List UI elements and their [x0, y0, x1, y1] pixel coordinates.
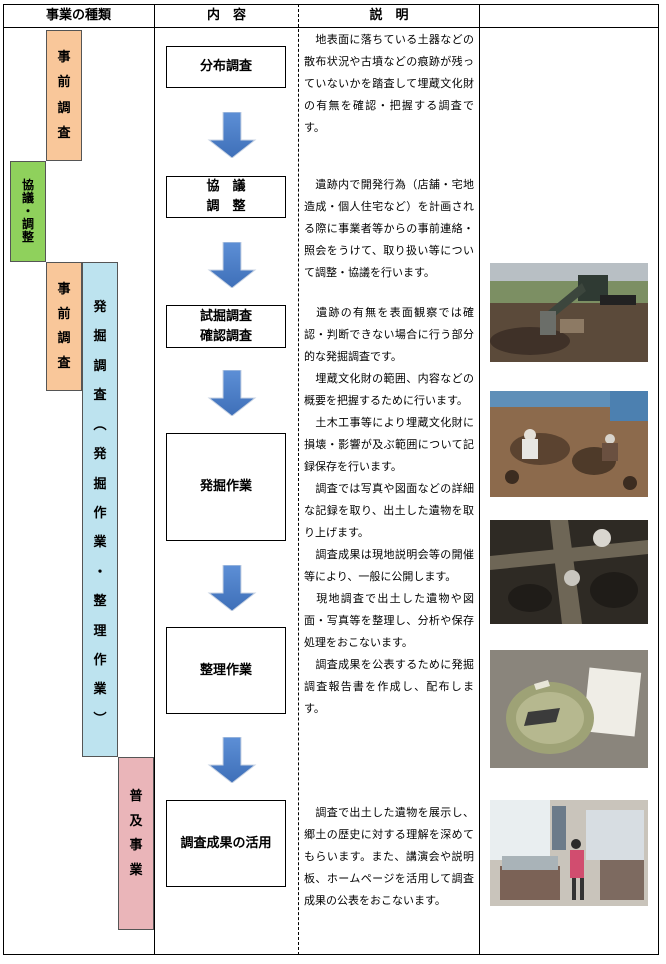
category-char: 業	[93, 535, 107, 551]
arrow-down-icon	[207, 242, 257, 288]
category-pre-survey-1: 事 前 調 査	[46, 30, 82, 161]
category-char: ︶	[93, 711, 107, 727]
arrow-down-icon	[207, 370, 257, 416]
desc-distribution-survey: 地表面に落ちている土器などの散布状況や古墳などの痕跡が残っていないかを踏査して埋…	[304, 29, 474, 139]
category-char: 協	[21, 178, 34, 192]
step-label: 協 議	[206, 179, 246, 194]
step-organizing-work: 整理作業	[166, 627, 286, 714]
category-char: 作	[93, 505, 107, 521]
step-utilization: 調査成果の活用	[166, 800, 286, 887]
step-label: 調査成果の活用	[180, 835, 272, 851]
category-char: 理	[93, 623, 107, 639]
table-frame	[3, 4, 659, 955]
step-excavation-work: 発掘作業	[166, 433, 286, 541]
desc-paragraph: 埋蔵文化財の範囲、内容などの概要を把握するために行います。	[304, 372, 474, 407]
desc-paragraph: 調査成果は現地説明会等の開催等により、一般に公開します。	[304, 548, 474, 583]
desc-paragraph: 遺跡内で開発行為（店舗・宅地造成・個人住宅など）を計画される際に事業者等からの事…	[304, 178, 474, 279]
category-char: 調	[93, 358, 107, 374]
desc-trial-excavation: 遺跡の有無を表面観察では確認・判断できない場合に行う部分的な発掘調査です。 埋蔵…	[304, 302, 474, 720]
category-consultation: 協 議 ・ 調 整	[10, 161, 46, 262]
category-char: 及	[129, 813, 143, 829]
category-char: 発	[93, 447, 107, 463]
header-content: 内 容	[206, 8, 246, 23]
category-excavation: 発 掘 調 査 ︵ 発 掘 作 業 ・ 整 理 作 業 ︶	[82, 262, 118, 757]
step-consultation: 協 議 調 整	[166, 176, 286, 218]
category-char: 業	[93, 682, 107, 698]
category-char: 事	[57, 281, 71, 297]
category-char: 調	[57, 100, 71, 116]
column-divider-3	[479, 4, 480, 955]
category-char: 前	[57, 306, 71, 322]
category-char: 普	[129, 788, 143, 804]
desc-paragraph: 遺跡の有無を表面観察では確認・判断できない場合に行う部分的な発掘調査です。	[304, 306, 474, 363]
arrow-down-icon	[207, 737, 257, 783]
column-divider-2	[298, 4, 299, 955]
column-divider-1	[154, 4, 155, 955]
desc-paragraph: 現地調査で出土した遺物や図面・写真等を整理し、分析や保存処理をおこないます。	[304, 592, 474, 649]
step-label: 試掘調査	[199, 308, 252, 324]
arrow-down-icon	[207, 565, 257, 611]
category-char: 議	[21, 191, 34, 205]
header-divider	[3, 27, 659, 28]
desc-utilization: 調査で出土した遺物を展示し、郷土の歴史に対する理解を深めてもらいます。また、講演…	[304, 802, 474, 912]
category-outreach: 普 及 事 業	[118, 757, 154, 930]
desc-paragraph: 調査で出土した遺物を展示し、郷土の歴史に対する理解を深めてもらいます。また、講演…	[304, 806, 474, 907]
category-char: 査	[57, 125, 71, 141]
category-char: 事	[129, 838, 143, 854]
category-char: 整	[93, 594, 107, 610]
category-char: 作	[93, 653, 107, 669]
step-label: 整理作業	[199, 662, 252, 678]
photo-restored-pottery	[490, 650, 648, 768]
category-char: 整	[21, 230, 34, 244]
category-char: ︵	[93, 417, 107, 433]
desc-paragraph: 土木工事等により埋蔵文化財に損壊・影響が及ぶ範囲について記録保存を行います。	[304, 416, 474, 473]
photo-exhibition-room	[490, 800, 648, 906]
category-char: 掘	[93, 476, 107, 492]
category-char: 前	[57, 75, 71, 91]
desc-consultation: 遺跡内で開発行為（店舗・宅地造成・個人住宅など）を計画される際に事業者等からの事…	[304, 174, 474, 284]
step-label: 確認調査	[199, 328, 252, 344]
step-trial-survey: 試掘調査 確認調査	[166, 305, 286, 348]
desc-paragraph: 調査では写真や図面などの詳細な記録を取り、出土した遺物を取り上げます。	[304, 482, 474, 539]
header-type: 事業の種類	[45, 8, 111, 23]
step-distribution-survey: 分布調査	[166, 46, 286, 88]
category-char: 発	[93, 300, 107, 315]
photo-excavated-pits	[490, 520, 648, 624]
category-char: 事	[57, 50, 71, 66]
category-char: 査	[93, 388, 107, 404]
desc-paragraph: 地表面に落ちている土器などの散布状況や古墳などの痕跡が残っていないかを踏査して埋…	[304, 33, 474, 134]
category-char: 調	[57, 331, 71, 347]
category-char: ・	[21, 204, 34, 218]
category-char: 調	[21, 217, 34, 231]
step-label: 調 整	[206, 199, 246, 214]
category-char: 査	[57, 356, 71, 372]
category-char: 業	[129, 863, 143, 879]
step-label: 発掘作業	[199, 479, 252, 494]
photo-excavation-workers	[490, 391, 648, 497]
step-label: 分布調査	[199, 59, 252, 74]
category-pre-survey-2: 事 前 調 査	[46, 262, 82, 391]
photo-trial-dig-excavator	[490, 263, 648, 362]
arrow-down-icon	[207, 112, 257, 158]
category-char: ・	[93, 564, 107, 580]
desc-paragraph: 調査成果を公表するために発掘調査報告書を作成し、配布します。	[304, 658, 474, 715]
header-explanation: 説 明	[369, 8, 409, 23]
category-char: 掘	[93, 329, 107, 345]
